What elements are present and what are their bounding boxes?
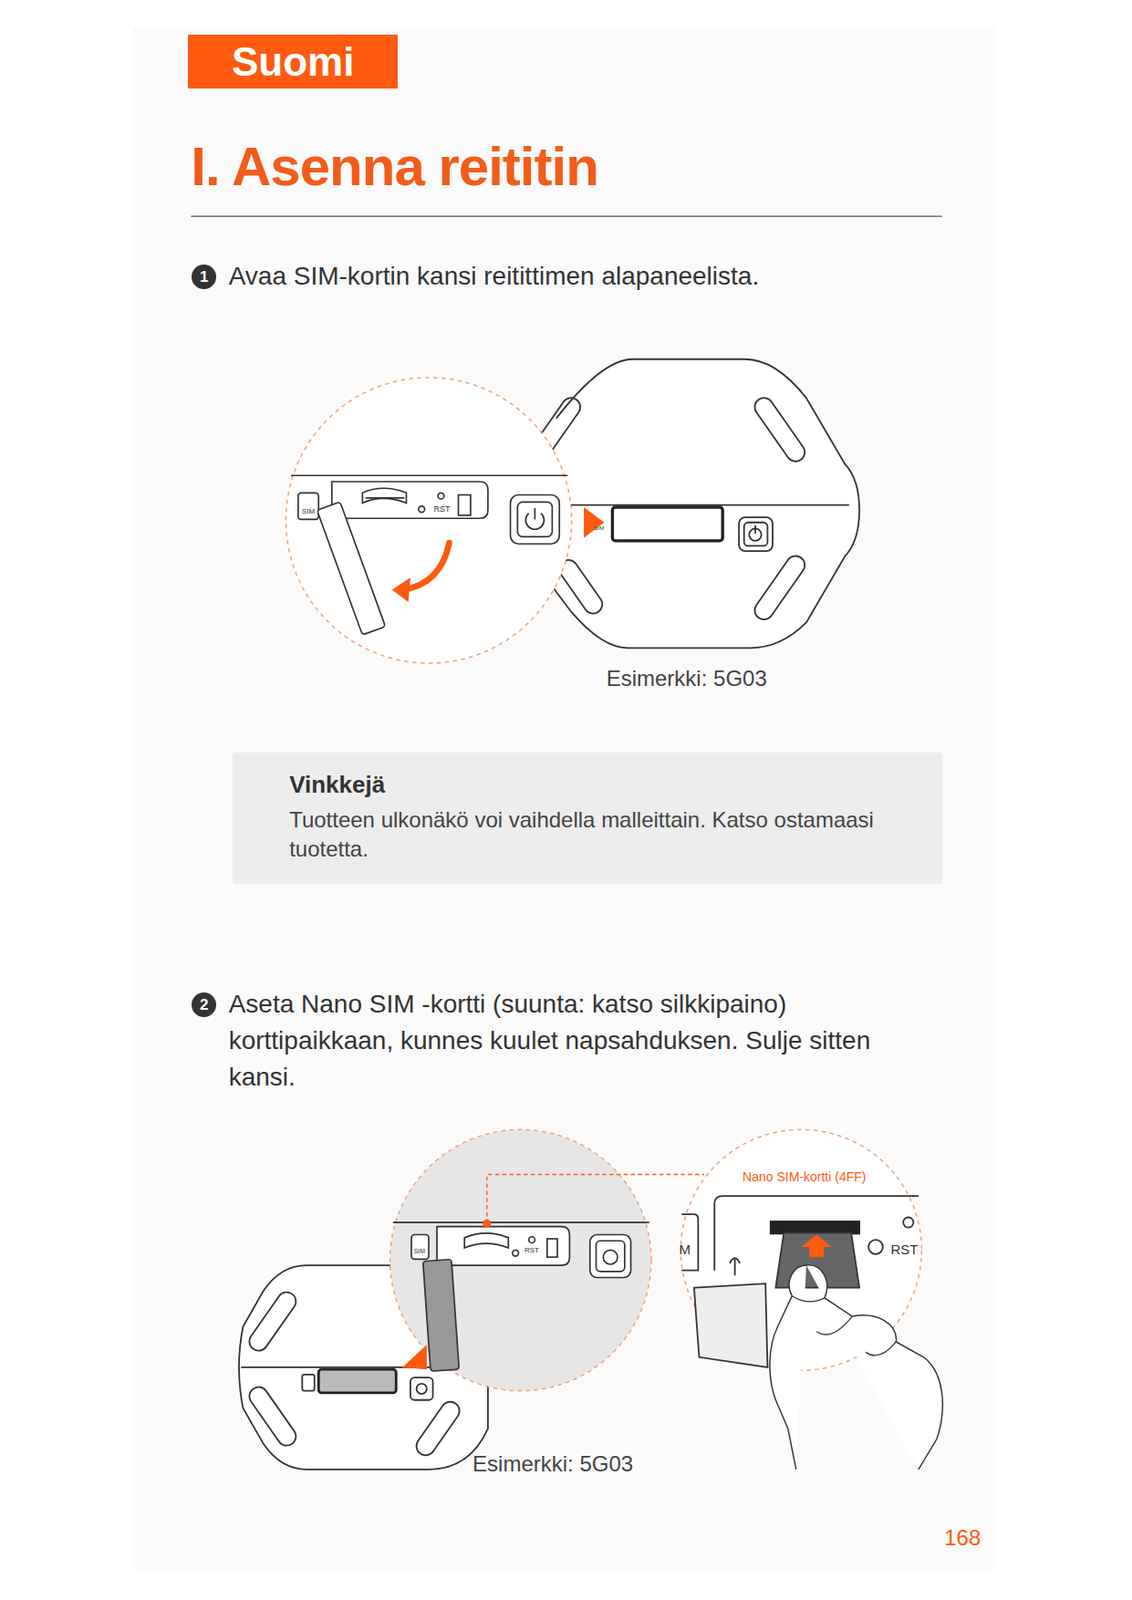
- page-panel: [133, 28, 996, 1569]
- step-number: 1: [191, 264, 217, 290]
- tips-heading: Vinkkejä: [289, 768, 906, 800]
- open-arrow: [403, 542, 449, 590]
- badge-text: Suomi: [231, 41, 354, 83]
- router-figure-1: [526, 359, 860, 649]
- step-text: Avaa SIM-kortin kansi reitittimen alapan…: [228, 260, 923, 292]
- part-name: Nano SIM-kortti (4FF): [739, 1169, 869, 1185]
- pointer-arrow: [583, 507, 604, 539]
- slot-label: SIM: [301, 507, 315, 517]
- leader-dot: [482, 1219, 491, 1228]
- reset-label: RST: [890, 1241, 918, 1258]
- figure-note: Esimerkki: 5G03: [472, 1450, 634, 1477]
- page-title: I. Asenna reititin: [190, 135, 599, 198]
- zoom-detail-2: [393, 1222, 650, 1371]
- callout-number: 1: [199, 269, 208, 285]
- slot-label: M: [679, 1241, 692, 1258]
- hand-lines: [791, 1296, 896, 1356]
- slot-label: SIM: [414, 1247, 426, 1256]
- tips-body: Tuotteen ulkonäkö voi vaihdella malleitt…: [289, 805, 906, 864]
- slot-label: SIM: [594, 525, 605, 532]
- step-text: Aseta Nano SIM -kortti (suunta: katso si…: [228, 986, 900, 1096]
- pointer-arrow-2: [402, 1344, 427, 1370]
- hand: [769, 1265, 943, 1470]
- tips-box: VinkkejäTuotteen ulkonäkö voi vaihdella …: [232, 752, 943, 884]
- title-rule: [190, 215, 942, 217]
- zoom-detail-1: [290, 475, 568, 635]
- leader-line: [487, 1174, 705, 1225]
- callout-number: 2: [199, 996, 208, 1013]
- insert-arrow: [800, 1235, 832, 1258]
- zoom-circle-2: [390, 1129, 652, 1391]
- page-number: 168: [944, 1525, 981, 1552]
- language-badge: Suomi: [187, 34, 399, 89]
- zoom-circle: [285, 377, 572, 664]
- open-arrowhead: [392, 577, 411, 603]
- figure-note: Esimerkki: 5G03: [606, 665, 768, 693]
- step-number: 2: [191, 992, 217, 1018]
- reset-label: RST: [434, 504, 451, 515]
- reset-label: RST: [524, 1246, 540, 1256]
